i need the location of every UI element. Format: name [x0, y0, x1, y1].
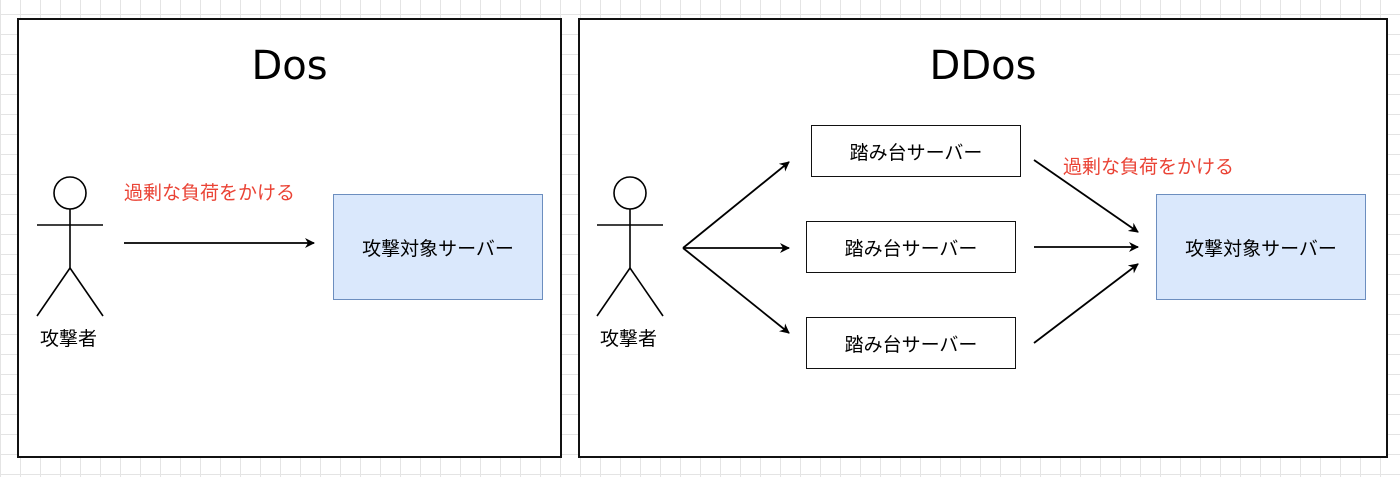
ddos-server-1-to-target-arrow: [1033, 159, 1139, 233]
ddos-attacker-label: 攻撃者: [600, 328, 658, 350]
ddos-overload-label: 過剰な負荷をかける: [1063, 156, 1235, 178]
dos-attacker-stick-figure-icon: [36, 176, 104, 317]
ddos-stepping-server-box-1: 踏み台サーバー: [811, 125, 1021, 177]
dos-target-server-box: 攻撃対象サーバー: [333, 194, 543, 300]
ddos-target-server-label: 攻撃対象サーバー: [1185, 237, 1337, 260]
ddos-stepping-server-box-2: 踏み台サーバー: [806, 221, 1016, 273]
ddos-attacker-stick-figure-icon: [596, 176, 664, 317]
dos-target-server-label: 攻撃対象サーバー: [362, 237, 514, 260]
ddos-attacker-to-server-3-arrow: [682, 247, 790, 334]
ddos-stepping-server-box-3: 踏み台サーバー: [806, 317, 1016, 369]
dos-title: Dos: [251, 43, 328, 89]
ddos-server-3-to-target-arrow: [1033, 263, 1139, 344]
ddos-stepping-server-label: 踏み台サーバー: [849, 141, 983, 164]
ddos-attacker-to-server-1-arrow: [682, 161, 790, 249]
ddos-title: DDos: [929, 43, 1037, 89]
dos-attacker-label: 攻撃者: [40, 328, 98, 350]
ddos-stepping-server-label: 踏み台サーバー: [844, 237, 978, 260]
dos-overload-label: 過剰な負荷をかける: [124, 182, 296, 204]
ddos-target-server-box: 攻撃対象サーバー: [1156, 194, 1366, 300]
ddos-stepping-server-label: 踏み台サーバー: [844, 333, 978, 356]
